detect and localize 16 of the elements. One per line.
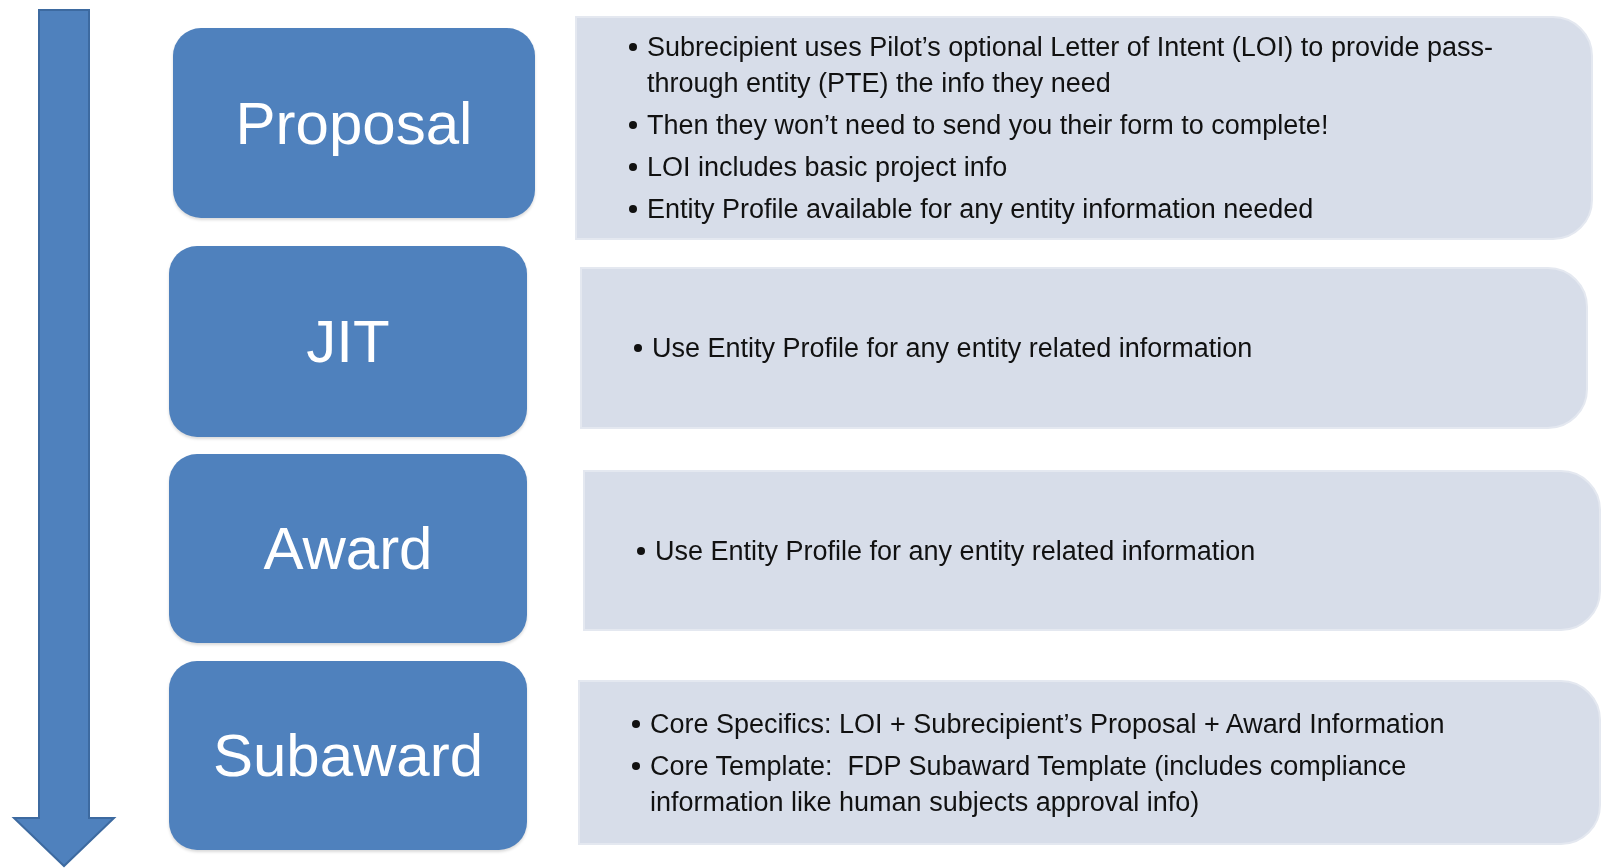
bullet-text: Subrecipient uses Pilot’s optional Letter of Intent (LOI) to provide pass-through entity (PTE) the info they need <box>647 31 1494 100</box>
info-panel <box>575 16 1593 240</box>
stage-box: Proposal <box>173 28 535 218</box>
bullet-text: LOI includes basic project info <box>647 151 1009 184</box>
stage-box: JIT <box>169 246 527 437</box>
stage-box: Award <box>169 454 527 643</box>
bullet-text: Use Entity Profile for any entity related information <box>652 332 1254 365</box>
bullet-text: Then they won’t need to send you their form to complete! <box>647 109 1330 142</box>
bullet-text: Use Entity Profile for any entity related information <box>655 534 1257 568</box>
bullet-text: Core Template: FDP Subaward Template (includes compliance information like human subjects approval info) <box>650 749 1408 819</box>
bullet-text: Core Specifics: LOI + Subrecipient’s Proposal + Award Information <box>650 707 1446 741</box>
info-panel <box>580 267 1588 429</box>
stage-box: Subaward <box>169 661 527 850</box>
info-panel <box>578 680 1601 845</box>
bullet-text: Entity Profile available for any entity information needed <box>647 193 1315 226</box>
info-panel <box>583 470 1601 631</box>
